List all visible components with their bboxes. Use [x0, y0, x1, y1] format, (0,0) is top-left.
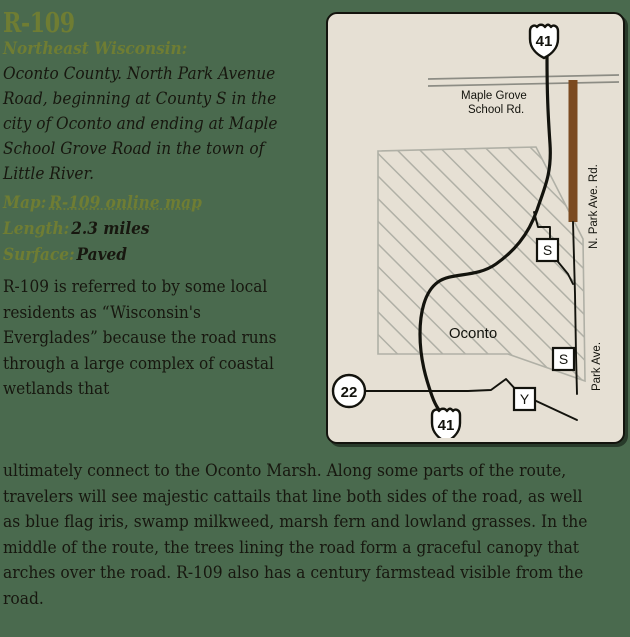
svg-text:School Rd.: School Rd.: [468, 104, 524, 116]
svg-text:41: 41: [536, 33, 553, 50]
route-info-panel: R-109 Northeast Wisconsin: Oconto County…: [0, 0, 322, 402]
svg-text:N. Park Ave. Rd.: N. Park Ave. Rd.: [588, 164, 600, 249]
svg-text:Y: Y: [520, 391, 530, 407]
n-park-ave-rd-label: N. Park Ave. Rd.: [588, 164, 600, 249]
park-ave-label: Park Ave.: [591, 342, 603, 391]
county-box-s-upper-icon: S: [535, 237, 560, 263]
maple-grove-school-road: [427, 74, 619, 87]
us-shield-41-top-icon: 41: [528, 23, 560, 60]
svg-text:22: 22: [341, 384, 358, 401]
county-box-y-icon: Y: [512, 386, 537, 412]
city-label-oconto: Oconto: [449, 325, 497, 342]
route-map[interactable]: Maple Grove School Rd. N. Park Ave. Rd. …: [326, 12, 625, 444]
length-meta-row: Length:2.3 miles: [3, 216, 292, 242]
length-label: Length:: [3, 219, 70, 238]
us-shield-41-bottom-icon: 41: [430, 407, 462, 438]
body-paragraph-wide: ultimately connect to the Oconto Marsh. …: [3, 461, 588, 608]
svg-text:Park Ave.: Park Ave.: [591, 342, 603, 391]
surface-label: Surface:: [3, 245, 75, 264]
surface-value: Paved: [76, 245, 127, 264]
map-label: Map:: [3, 193, 47, 212]
maple-grove-school-road-label: Maple Grove School Rd.: [461, 90, 527, 116]
surface-meta-row: Surface:Paved: [3, 242, 292, 268]
svg-text:41: 41: [438, 417, 455, 434]
online-map-link[interactable]: R-109 online map: [49, 193, 202, 212]
region-subtitle: Northeast Wisconsin:: [3, 39, 188, 59]
svg-text:S: S: [559, 351, 568, 367]
body-paragraph-narrow: R-109 is referred to by some local resid…: [3, 277, 277, 398]
svg-text:Oconto: Oconto: [449, 325, 497, 342]
county-box-s-lower-icon: S: [551, 346, 576, 372]
route-description: Oconto County. North Park Avenue Road, b…: [3, 64, 278, 183]
length-value: 2.3 miles: [71, 219, 150, 238]
state-circle-22-icon: 22: [331, 373, 367, 409]
main-road-network: [418, 54, 552, 418]
svg-text:S: S: [543, 242, 552, 258]
svg-text:Maple Grove: Maple Grove: [461, 90, 527, 102]
city-boundary-oconto: [377, 146, 586, 383]
map-meta-row: Map:R-109 online map: [3, 190, 292, 216]
page-title: R-109: [3, 8, 75, 39]
